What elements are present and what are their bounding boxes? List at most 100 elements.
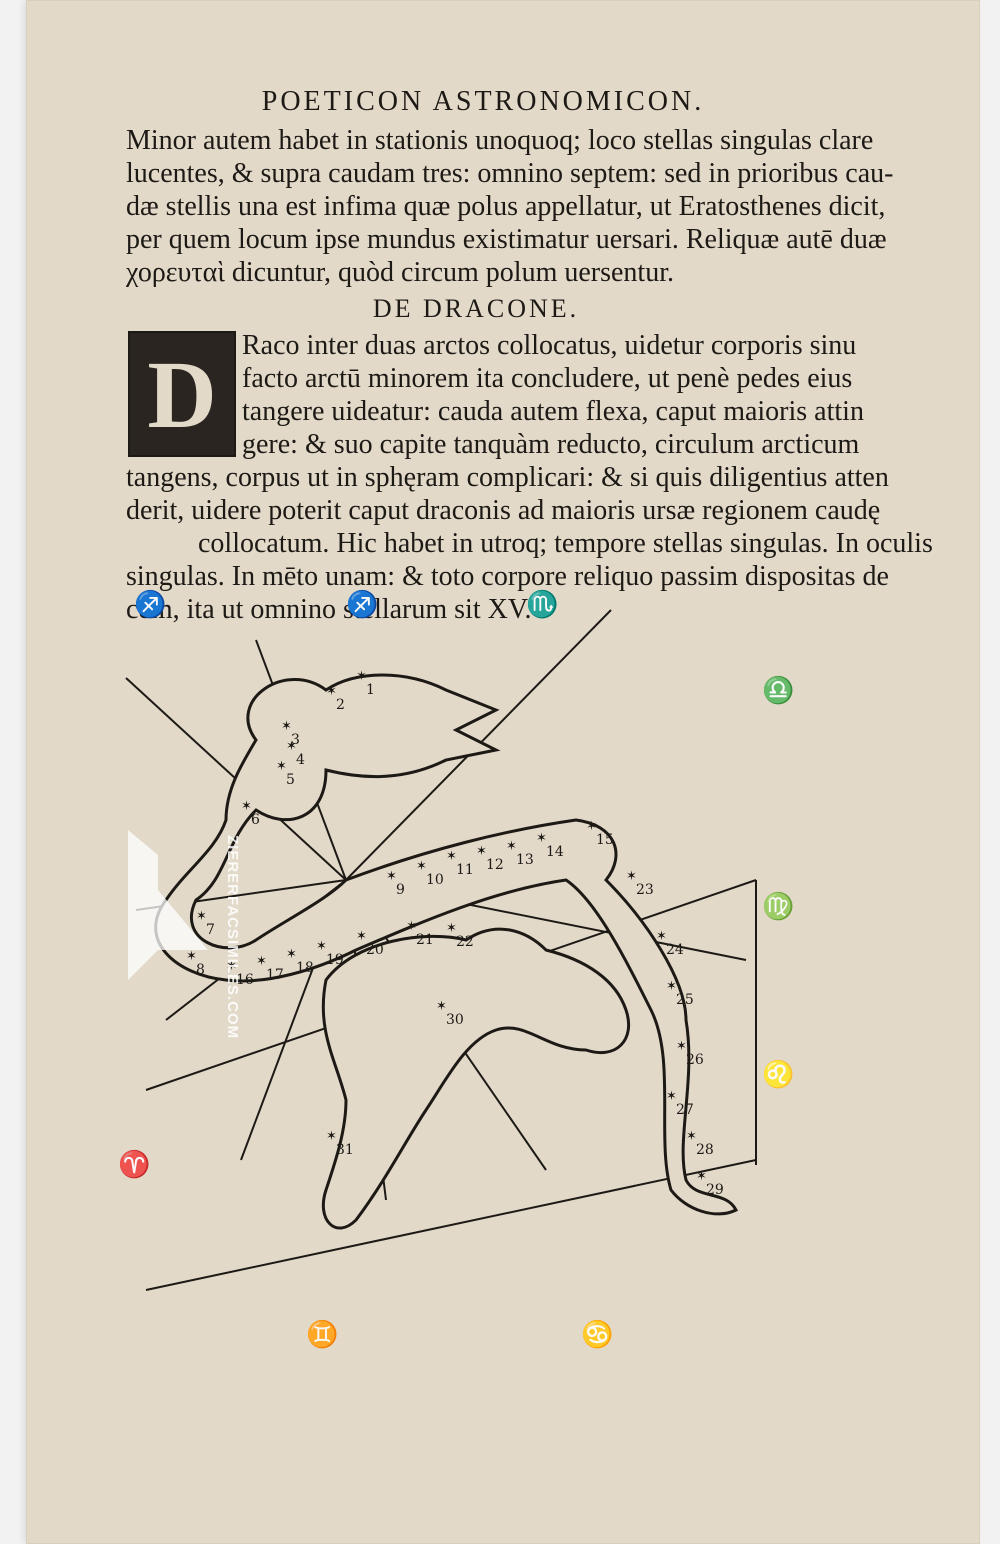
star-mark: ✶: [226, 958, 237, 973]
star-number: 9: [396, 882, 405, 898]
zodiac-sign: ♏: [526, 590, 559, 619]
text-line: per quem locum ipse mundus existimatur u…: [126, 224, 887, 255]
star-number: 3: [291, 732, 300, 748]
text-line: tangens, corpus ut in sphęram complicari…: [126, 462, 889, 493]
star-mark: ✶: [386, 868, 397, 883]
zodiac-sign: ♈: [118, 1150, 151, 1179]
star-mark: ✶: [536, 830, 547, 845]
text-line: dæ stellis una est infima quæ polus appe…: [126, 191, 886, 222]
watermark-text: ZIERERFACSIMILES.COM: [224, 835, 241, 1040]
star-number: 20: [366, 942, 384, 958]
star-number: 28: [696, 1142, 714, 1158]
star-mark: ✶: [186, 948, 197, 963]
paragraph-2: D Raco inter duas arctos collocatus, uid…: [126, 329, 933, 626]
star-mark: ✶: [196, 908, 207, 923]
star-number: 12: [486, 857, 504, 873]
star-number: 4: [296, 752, 305, 768]
text-line: Minor autem habet in stationis unoquoq; …: [126, 125, 874, 156]
star-number: 13: [516, 852, 534, 868]
text-line: lucentes, & supra caudam tres: omnino se…: [126, 158, 894, 189]
star-number: 10: [426, 872, 444, 888]
star-mark: ✶: [356, 668, 367, 683]
text-line: collocatum. Hic habet in utroq; tempore …: [198, 528, 933, 559]
star-number: 30: [446, 1012, 464, 1028]
star-mark: ✶: [676, 1038, 687, 1053]
woodcut-illustration: ✶✶✶✶✶✶✶✶✶✶✶✶✶✶✶✶✶✶✶✶✶✶✶✶✶✶✶✶✶✶✶ 12345678…: [125, 609, 757, 1291]
section-heading: DE DRACONE.: [372, 294, 580, 323]
star-number: 5: [286, 772, 295, 788]
star-number: 7: [206, 922, 215, 938]
star-mark: ✶: [416, 858, 427, 873]
star-number: 15: [596, 832, 614, 848]
star-mark: ✶: [446, 920, 457, 935]
star-mark: ✶: [286, 946, 297, 961]
star-mark: ✶: [356, 928, 367, 943]
star-number: 11: [456, 862, 474, 878]
star-number: 2: [336, 697, 345, 713]
dragon-figure: [154, 673, 739, 1216]
star-number: 25: [676, 992, 694, 1008]
star-mark: ✶: [286, 738, 297, 753]
star-mark: ✶: [276, 758, 287, 773]
star-mark: ✶: [281, 718, 292, 733]
decorated-initial: D: [128, 331, 236, 457]
star-number: 1: [366, 682, 375, 698]
star-mark: ✶: [326, 683, 337, 698]
star-number: 31: [336, 1142, 354, 1158]
zodiac-sign: ♎: [762, 676, 795, 705]
star-mark: ✶: [666, 1088, 677, 1103]
paragraph-1: Minor autem habet in stationis unoquoq; …: [126, 124, 894, 289]
star-mark: ✶: [506, 838, 517, 853]
text-line: tangere uideatur: cauda autem flexa, cap…: [242, 396, 864, 427]
zodiac-sign: ♐: [346, 590, 379, 619]
text-line: derit, uidere poterit caput draconis ad …: [126, 495, 881, 526]
text-line: singulas. In mēto unam: & toto corpore r…: [126, 561, 889, 592]
zodiac-sign: ♍: [762, 892, 795, 921]
bear-figure: [321, 927, 631, 1230]
text-line: cem, ita ut omnino stellarum sit XV.: [126, 594, 532, 625]
star-mark: ✶: [446, 848, 457, 863]
star-mark: ✶: [316, 938, 327, 953]
star-mark: ✶: [256, 953, 267, 968]
star-number: 8: [196, 962, 205, 978]
text-line: facto arctū minorem ita concludere, ut p…: [242, 363, 853, 394]
star-number: 17: [266, 967, 284, 983]
star-number: 14: [546, 844, 564, 860]
star-mark: ✶: [626, 868, 637, 883]
star-mark: ✶: [696, 1168, 707, 1183]
star-mark: ✶: [406, 918, 417, 933]
star-mark: ✶: [326, 1128, 337, 1143]
star-mark: ✶: [241, 798, 252, 813]
zodiac-sign: ♌: [762, 1060, 795, 1089]
star-number: 16: [236, 972, 254, 988]
stars: ✶ ✶ ✶ ✶ ✶ ✶ ✶ ✶ ✶ ✶ ✶ ✶ ✶ ✶ ✶ ✶ ✶ ✶ ✶ ✶ ✶ ✶ ✶ ✶ ✶ ✶ ✶ ✶ ✶ ✶ ✶: [186, 668, 707, 1183]
star-number: 18: [296, 960, 314, 976]
text-line: Raco inter duas arctos collocatus, uidet…: [242, 330, 857, 361]
text-line: χορευταὶ dicuntur, quòd circum polum uer…: [126, 257, 674, 288]
star-number: 6: [251, 812, 260, 828]
star-mark: ✶: [686, 1128, 697, 1143]
star-number: 23: [636, 882, 654, 898]
star-number: 27: [676, 1102, 694, 1118]
running-head: POETICON ASTRONOMICON.: [261, 86, 705, 117]
star-number: 21: [416, 932, 434, 948]
star-mark: ✶: [436, 998, 447, 1013]
star-mark: ✶: [476, 843, 487, 858]
zodiac-sign: ♊: [306, 1320, 339, 1349]
star-number: 19: [326, 952, 344, 968]
star-mark: ✶: [586, 818, 597, 833]
book-page: POETICON ASTRONOMICON. Minor autem habet…: [26, 0, 980, 1544]
zodiac-sign: ♋: [581, 1320, 614, 1349]
star-number: 24: [666, 942, 684, 958]
star-mark: ✶: [656, 928, 667, 943]
zodiac-sign: ♐: [134, 590, 167, 619]
star-number: 29: [706, 1182, 724, 1198]
watermark-logo-icon: [128, 830, 208, 980]
text-block: POETICON ASTRONOMICON. Minor autem habet…: [126, 86, 933, 626]
text-line: gere: & suo capite tanquàm reducto, circ…: [242, 429, 860, 460]
star-number: 26: [686, 1052, 704, 1068]
star-number: 22: [456, 934, 474, 950]
star-mark: ✶: [666, 978, 677, 993]
